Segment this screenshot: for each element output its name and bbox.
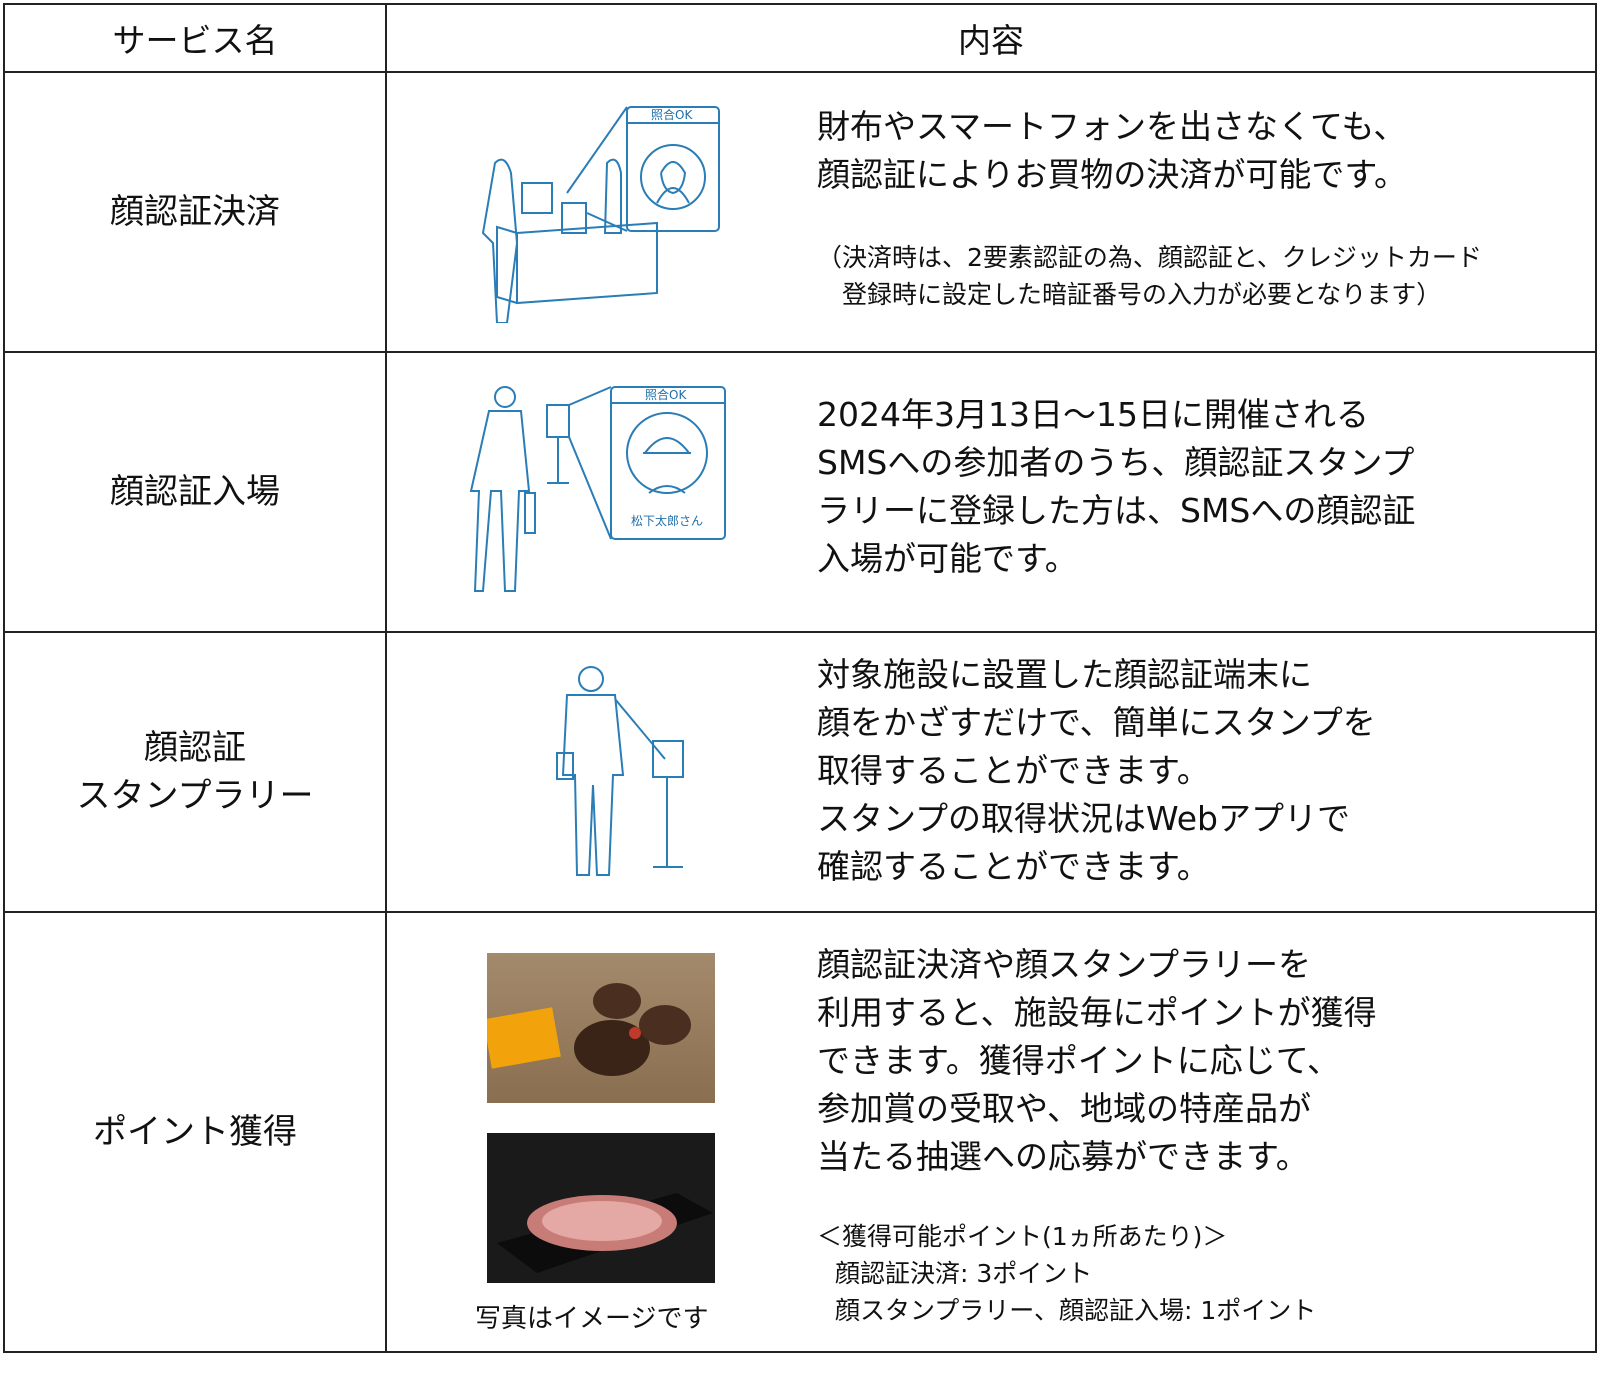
service-name-line2: スタンプラリー <box>76 776 314 816</box>
description: 顔認証決済や顔スタンプラリーを 利用すると、施設毎にポイントが獲得 できます。獲… <box>817 945 1377 1176</box>
table-row: 顔認証決済 照合OK 財布やスマートフォンを出さなくても、 顔認証によりお買物の… <box>3 71 1597 353</box>
table-row: ポイント獲得 写真はイメージです 顔認証決済や顔スタンプラリー <box>3 911 1597 1353</box>
table-row: 顔認証入場 照合OK 松下太郎さん 2024年3月13日～15日に開催される S… <box>3 351 1597 633</box>
face-payment-illustration: 照合OK <box>481 106 720 323</box>
service-name: 顔認証 スタンプラリー <box>3 631 387 913</box>
photo-caption: 写真はイメージです <box>475 1304 709 1334</box>
description: 対象施設に設置した顔認証端末に 顔をかざすだけで、簡単にスタンプを 取得すること… <box>817 655 1376 886</box>
points-item: 顔スタンプラリー、顔認証入場: 1ポイント <box>835 1296 1317 1325</box>
stamp-rally-illustration <box>556 666 684 876</box>
service-content: 照合OK 財布やスマートフォンを出さなくても、 顔認証によりお買物の決済が可能で… <box>385 71 1597 353</box>
table-row: 顔認証 スタンプラリー 対象施設に設置した顔認証端末に 顔をかざすだけで、簡単に… <box>3 631 1597 913</box>
service-content: 対象施設に設置した顔認証端末に 顔をかざすだけで、簡単にスタンプを 取得すること… <box>385 631 1597 913</box>
service-content: 照合OK 松下太郎さん 2024年3月13日～15日に開催される SMSへの参加… <box>385 351 1597 633</box>
points-title: ＜獲得可能ポイント(1ヵ所あたり)＞ <box>817 1222 1228 1251</box>
face-entry-illustration: 照合OK 松下太郎さん <box>469 386 726 592</box>
svg-text:照合OK: 照合OK <box>645 387 687 402</box>
table-header: サービス名 内容 <box>3 3 1597 73</box>
service-name: ポイント獲得 <box>3 911 387 1353</box>
service-content: 写真はイメージです 顔認証決済や顔スタンプラリーを 利用すると、施設毎にポイント… <box>385 911 1597 1353</box>
service-table: サービス名 内容 顔認証決済 照合OK 財布やスマートフォンを出さなくても、 顔… <box>3 3 1597 1353</box>
description: 2024年3月13日～15日に開催される SMSへの参加者のうち、顔認証スタンプ… <box>817 395 1416 578</box>
note: （決済時は、2要素認証の為、顔認証と、クレジットカード 登録時に設定した暗証番号… <box>817 243 1482 309</box>
header-service-name: サービス名 <box>3 3 387 73</box>
wagyu-beef-photo <box>487 1133 715 1283</box>
service-name: 顔認証入場 <box>3 351 387 633</box>
service-name: 顔認証決済 <box>3 71 387 353</box>
service-name-line1: 顔認証 <box>144 728 246 768</box>
description: 財布やスマートフォンを出さなくても、 顔認証によりお買物の決済が可能です。 <box>817 107 1408 194</box>
teapot-photo <box>487 953 715 1103</box>
header-content: 内容 <box>385 3 1597 73</box>
svg-text:照合OK: 照合OK <box>651 107 693 122</box>
points-item: 顔認証決済: 3ポイント <box>835 1259 1093 1288</box>
svg-text:松下太郎さん: 松下太郎さん <box>631 513 703 528</box>
